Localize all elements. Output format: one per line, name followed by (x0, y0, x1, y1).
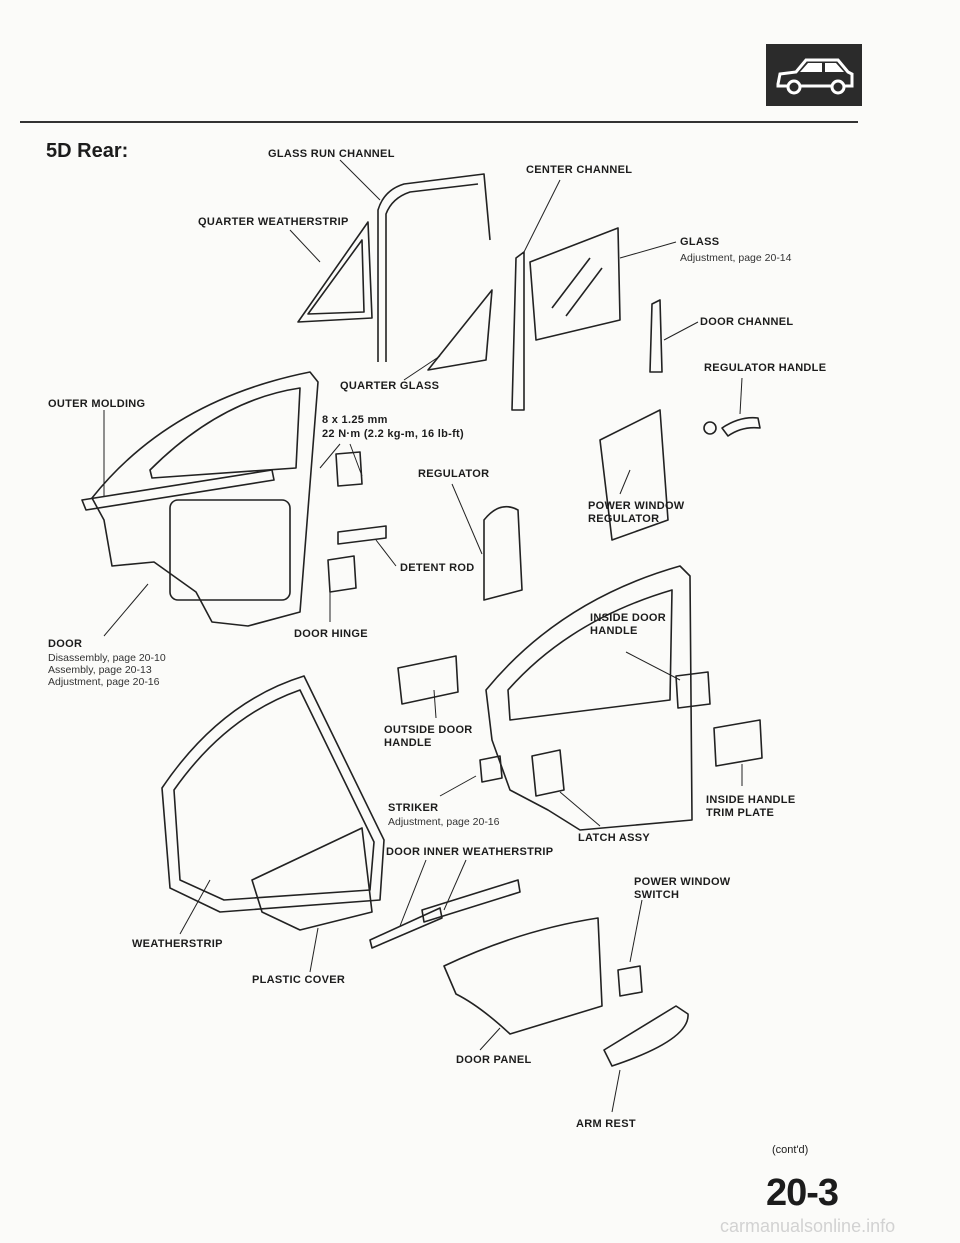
label-outside-door-handle-1: OUTSIDE DOOR (384, 724, 473, 736)
door-hinge-lower (327, 555, 357, 593)
label-door: DOOR (48, 638, 83, 650)
label-inside-handle-trim-1: INSIDE HANDLE (706, 794, 796, 806)
label-door-note-3: Adjustment, page 20-16 (48, 676, 160, 688)
weatherstrip-part (161, 675, 385, 913)
label-striker-note: Adjustment, page 20-16 (388, 816, 500, 828)
watermark: carmanualsonline.info (720, 1216, 896, 1236)
label-door-panel: DOOR PANEL (456, 1054, 532, 1066)
quarter-weatherstrip-part (297, 221, 373, 323)
glass-run-channel-part (377, 173, 491, 362)
label-quarter-glass: QUARTER GLASS (340, 380, 440, 392)
door-panel-part (443, 917, 603, 1035)
inside-handle-trim-part (713, 719, 763, 767)
door-channel-part (649, 299, 663, 373)
label-glass: GLASS (680, 236, 720, 248)
latch-assy-part (531, 749, 565, 797)
label-door-channel: DOOR CHANNEL (700, 316, 794, 328)
label-detent-rod: DETENT ROD (400, 562, 475, 574)
label-door-note-1: Disassembly, page 20-10 (48, 652, 166, 664)
label-inside-door-handle-2: HANDLE (590, 625, 638, 637)
label-glass-note: Adjustment, page 20-14 (680, 252, 792, 264)
label-power-window-switch-1: POWER WINDOW (634, 876, 731, 888)
quarter-glass-part (427, 289, 493, 371)
label-regulator: REGULATOR (418, 468, 490, 480)
header-rule (20, 121, 858, 123)
door-inner-weatherstrip-part (369, 907, 443, 949)
inner-door-shell (485, 565, 693, 831)
label-latch-assy: LATCH ASSY (578, 832, 651, 844)
page-number: 20-3 (766, 1172, 839, 1214)
label-arm-rest: ARM REST (576, 1118, 636, 1130)
label-inside-handle-trim-2: TRIM PLATE (706, 807, 775, 819)
plastic-cover-part (251, 827, 373, 931)
label-door-note-2: Assembly, page 20-13 (48, 664, 152, 676)
regulator-handle-part (721, 416, 761, 437)
continued-note: (cont'd) (772, 1144, 809, 1156)
label-inside-door-handle-1: INSIDE DOOR (590, 612, 667, 624)
outside-door-handle-part (397, 655, 459, 705)
label-power-window-regulator-2: REGULATOR (588, 513, 660, 525)
label-center-channel: CENTER CHANNEL (526, 164, 633, 176)
label-bolt-torque: 22 N·m (2.2 kg-m, 16 lb-ft) (322, 428, 464, 440)
section-title: 5D Rear: (46, 140, 129, 162)
label-power-window-switch-2: SWITCH (634, 889, 680, 901)
label-door-hinge: DOOR HINGE (294, 628, 368, 640)
car-body-icon (766, 44, 862, 106)
label-striker: STRIKER (388, 802, 439, 814)
label-glass-run-channel: GLASS RUN CHANNEL (268, 148, 395, 160)
arm-rest-part (603, 1005, 689, 1067)
regulator-part (483, 505, 523, 601)
label-plastic-cover: PLASTIC COVER (252, 974, 346, 986)
door-hinge-upper (335, 451, 363, 487)
inside-door-handle-part (675, 671, 711, 709)
label-power-window-regulator-1: POWER WINDOW (588, 500, 685, 512)
label-weatherstrip: WEATHERSTRIP (132, 938, 223, 950)
glass-part (529, 227, 621, 341)
power-window-switch-part (617, 965, 643, 997)
label-regulator-handle: REGULATOR HANDLE (704, 362, 827, 374)
outer-molding-part (81, 469, 275, 511)
detent-rod-part (337, 525, 387, 545)
label-bolt-size: 8 x 1.25 mm (322, 414, 388, 426)
label-door-inner-weatherstrip: DOOR INNER WEATHERSTRIP (386, 846, 554, 858)
label-outer-molding: OUTER MOLDING (48, 398, 146, 410)
label-quarter-weatherstrip: QUARTER WEATHERSTRIP (198, 216, 349, 228)
power-window-regulator-part (599, 409, 669, 541)
striker-part (479, 755, 503, 783)
label-outside-door-handle-2: HANDLE (384, 737, 432, 749)
door-shell-part (91, 371, 319, 627)
center-channel-part (511, 251, 525, 411)
